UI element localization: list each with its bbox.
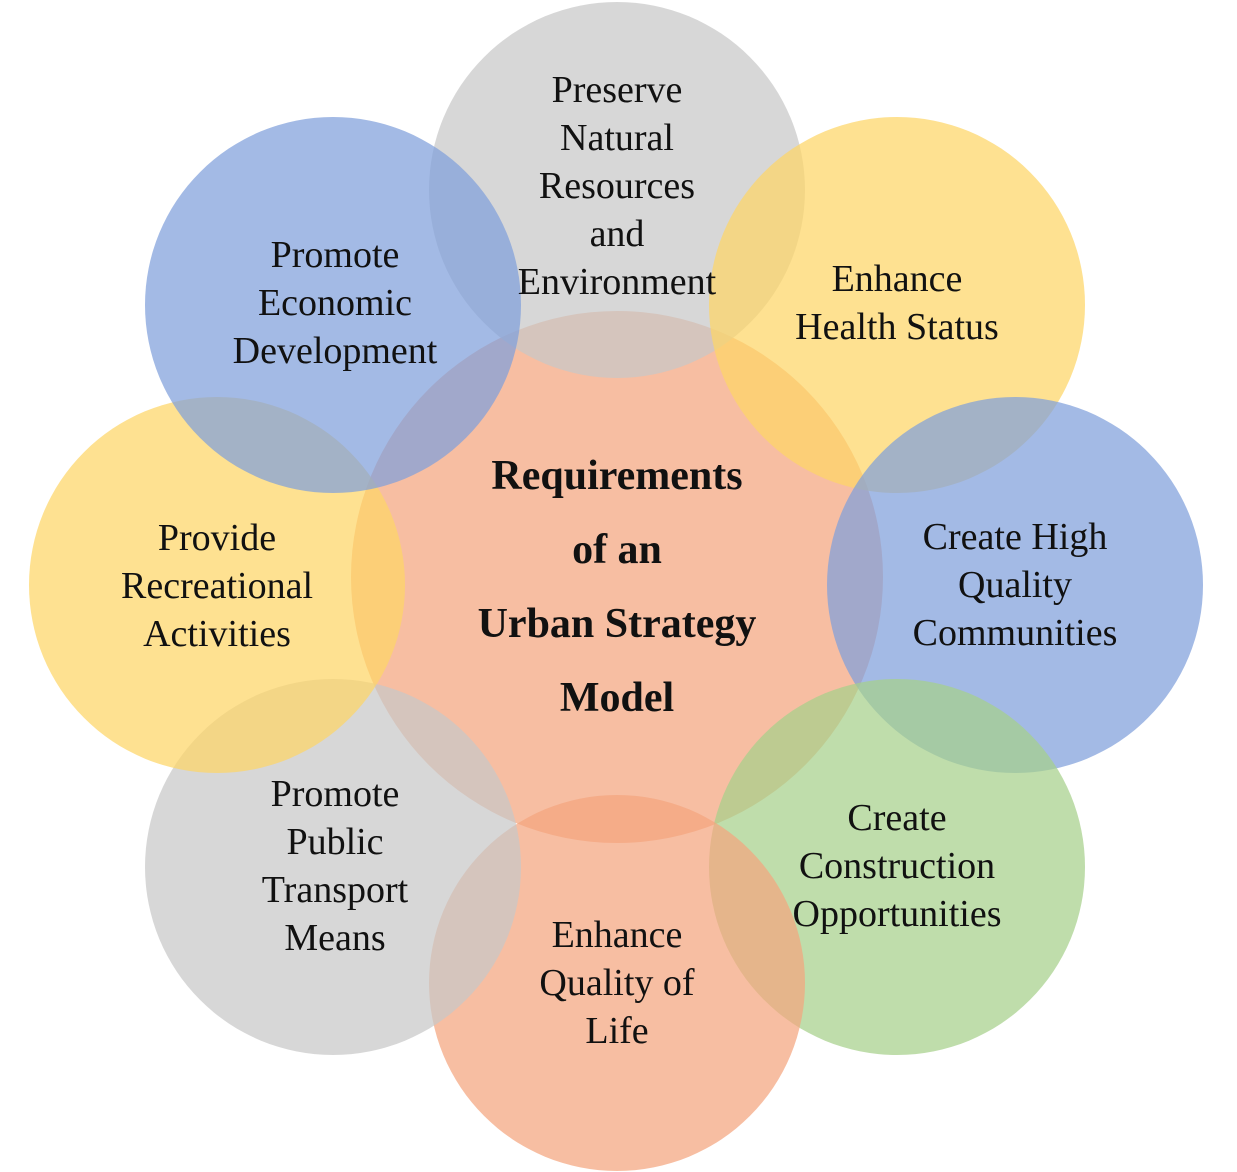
- construction-label-line: Opportunities: [792, 893, 1002, 935]
- economic-label-line: Development: [232, 330, 438, 372]
- recreation-label-line: Activities: [143, 613, 291, 655]
- communities-label: Create High Quality Communities: [913, 513, 1118, 657]
- construction-label: Create Construction Opportunities: [793, 794, 1002, 938]
- communities-label-line: Create High: [922, 516, 1108, 558]
- preserve-label-line: Resources: [538, 165, 696, 207]
- center-label-line: Requirements: [491, 453, 743, 499]
- health-label-line: Health Status: [795, 306, 999, 348]
- economic-label-line: Economic: [257, 282, 413, 324]
- preserve-label: Preserve Natural Resources and Environme…: [518, 66, 716, 306]
- quality-of-life-label-line: Quality of: [539, 962, 695, 1004]
- quality-of-life-label-line: Enhance: [551, 914, 683, 956]
- preserve-label-line: Preserve: [551, 69, 683, 111]
- center-label-line: Urban Strategy: [477, 601, 757, 647]
- economic-circle: [145, 117, 521, 493]
- transport-label-line: Promote: [270, 773, 400, 815]
- quality-of-life-label-line: Life: [585, 1010, 649, 1052]
- recreation-label-line: Recreational: [120, 565, 314, 607]
- health-label: Enhance Health Status: [795, 255, 999, 351]
- preserve-label-line: Environment: [517, 261, 717, 303]
- transport-label-line: Transport: [261, 869, 409, 911]
- preserve-label-line: and: [589, 213, 645, 255]
- recreation-label: Provide Recreational Activities: [121, 514, 313, 658]
- quality-of-life-label: Enhance Quality of Life: [539, 911, 694, 1055]
- economic-label: Promote Economic Development: [233, 231, 438, 375]
- health-label-line: Enhance: [831, 258, 963, 300]
- center-label-line: Model: [559, 675, 675, 721]
- transport-label: Promote Public Transport Means: [262, 770, 408, 962]
- center-label: Requirements of an Urban Strategy Model: [478, 439, 757, 735]
- construction-label-line: Construction: [798, 845, 996, 887]
- recreation-label-line: Provide: [157, 517, 277, 559]
- communities-label-line: Quality: [958, 564, 1072, 606]
- transport-label-line: Means: [284, 917, 386, 959]
- center-label-line: of an: [572, 527, 662, 573]
- construction-label-line: Create: [847, 797, 947, 839]
- economic-label-line: Promote: [270, 234, 400, 276]
- communities-label-line: Communities: [912, 612, 1118, 654]
- transport-label-line: Public: [286, 821, 384, 863]
- preserve-label-line: Natural: [560, 117, 674, 159]
